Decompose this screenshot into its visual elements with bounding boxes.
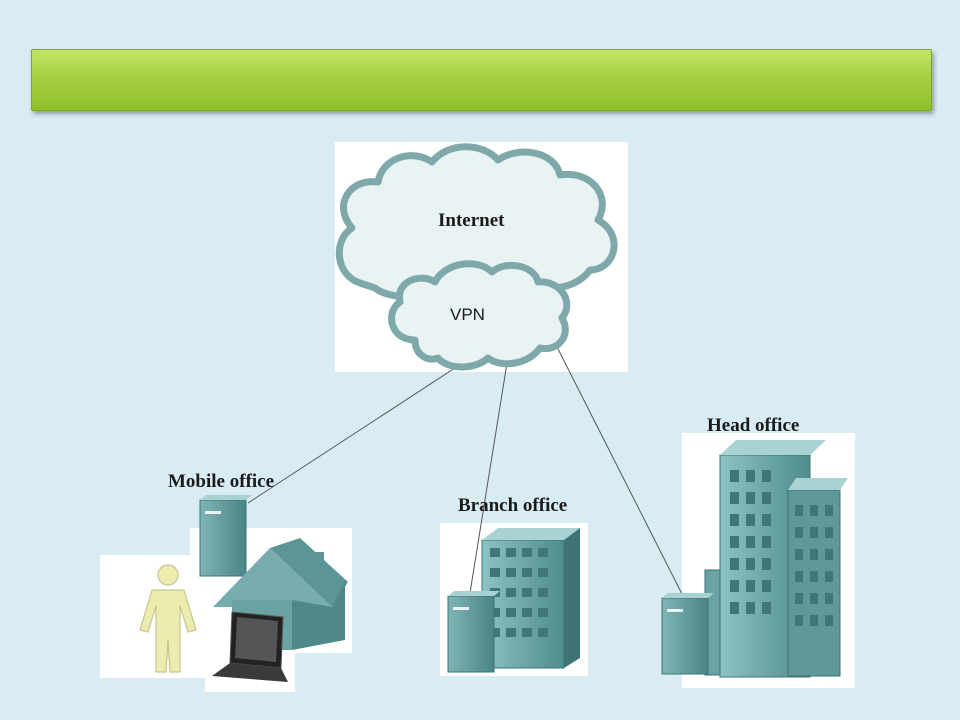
mobile-server [199,495,252,577]
mobile-office-label: Mobile office [168,471,275,492]
link-branch [469,362,508,594]
branch-server [447,591,500,673]
internet-label: Internet [438,210,505,231]
vpn-label: VPN [450,305,485,324]
laptop-icon [212,611,288,682]
link-head [555,344,684,597]
vpn-cloud [388,260,571,371]
link-mobile [247,365,459,504]
head-building-icon [704,440,848,678]
branch-building-icon [481,528,580,669]
head-server [661,593,714,675]
vpn-links [247,344,684,597]
title-bar [31,49,932,111]
head-office-label: Head office [707,415,800,436]
branch-office-label: Branch office [458,495,568,516]
person-icon [139,564,197,673]
